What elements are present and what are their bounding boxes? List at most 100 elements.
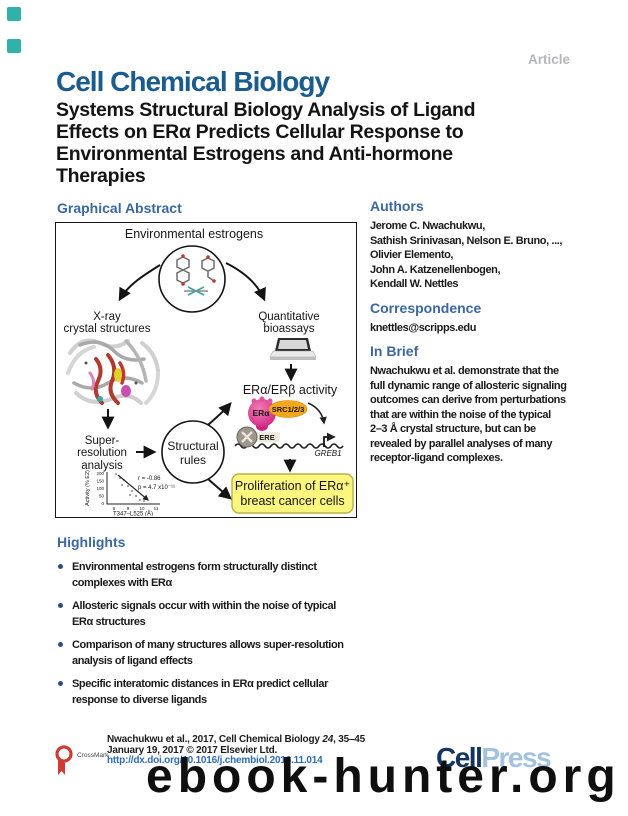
cellpress-logo: CellPress <box>436 742 552 774</box>
graphical-abstract-heading: Graphical Abstract <box>57 200 182 216</box>
authors-heading: Authors <box>370 198 424 214</box>
plot-ylabel: Activity (% E2) <box>85 470 91 506</box>
citation-block: Nwachukwu et al., 2017, Cell Chemical Bi… <box>107 734 366 767</box>
arrow-rules-to-activity <box>207 402 232 426</box>
ytick: 0 <box>101 501 104 506</box>
correspondence-section: Correspondence knettles@scripps.edu <box>370 300 605 336</box>
proliferation-box <box>231 473 354 514</box>
highlights-heading: Highlights <box>57 534 126 550</box>
paper-title-line: Environmental Estrogens and Anti-hormone <box>56 143 453 165</box>
cellpress-cell: Cell <box>436 742 483 773</box>
crossmark-icon <box>55 745 73 775</box>
author-line: Olivier Elemento, <box>370 249 454 261</box>
er-alpha-label: ERα <box>252 408 270 418</box>
paper-title-line: Systems Structural Biology Analysis of L… <box>56 99 476 121</box>
in-brief-line: revealed by parallel analyses of many <box>370 437 553 450</box>
citation-text: Nwachukwu et al., 2017, Cell Chemical Bi… <box>107 734 323 745</box>
highlight-line: Environmental estrogens form structurall… <box>72 561 317 573</box>
paper-title-line: Effects on ERα Predicts Cellular Respons… <box>56 121 464 143</box>
in-brief-line: that are within the noise of the typical <box>370 408 551 421</box>
citation-line1: Nwachukwu et al., 2017, Cell Chemical Bi… <box>107 734 366 746</box>
journal-title: Cell Chemical Biology <box>56 66 330 97</box>
author-line: Sathish Srinivasan, Nelson E. Bruno, ...… <box>370 234 563 247</box>
arrow-rules-to-proliferation <box>207 478 232 500</box>
transcription-cartoon: ERα SRC1/2/3 ERE GREB1 <box>234 396 344 458</box>
bioassay-label-line1: Quantitative <box>258 311 319 323</box>
highlight-item: Environmental estrogens form structurall… <box>57 559 387 591</box>
ytick: 100 <box>96 486 104 491</box>
in-brief-section: In Brief Nwachukwu et al. demonstrate th… <box>370 343 605 466</box>
rules-line1: Structural <box>167 439 218 453</box>
plot-r-annotation: r = -0.86 <box>138 476 161 482</box>
rules-line2: rules <box>180 453 206 467</box>
teal-annotation-marker-icon <box>7 7 21 21</box>
highlight-item: Comparison of many structures allows sup… <box>57 637 387 669</box>
xtick: 8 <box>113 506 116 511</box>
article-type-label: Article <box>527 52 570 67</box>
protein-structure-icon <box>66 338 160 405</box>
ytick: 200 <box>96 471 104 476</box>
correspondence-email[interactable]: knettles@scripps.edu <box>370 322 477 334</box>
in-brief-line: Nwachukwu et al. demonstrate that the <box>370 365 559 377</box>
arrow-to-bioassays <box>225 262 266 302</box>
ere-site <box>256 432 280 442</box>
in-brief-line: receptor-ligand complexes. <box>370 452 503 464</box>
in-brief-heading: In Brief <box>370 343 419 359</box>
citation-line2: January 19, 2017 © 2017 Elsevier Ltd. <box>107 744 278 756</box>
highlight-line: Specific interatomic distances in ERα pr… <box>72 678 328 690</box>
transcription-start-arrow <box>323 432 336 447</box>
laptop-icon <box>269 338 317 360</box>
arrow-to-xray <box>118 264 161 302</box>
correlation-mini-plot: 200 150 100 50 0 8 9 10 11 Activity (% E… <box>85 470 175 516</box>
in-brief-line: full dynamic range of allosteric signali… <box>370 379 567 392</box>
citation-pages: , 35–45 <box>333 734 366 745</box>
author-line: Kendall W. Nettles <box>370 278 459 290</box>
src-coactivator-icon <box>268 400 308 418</box>
proliferation-line2: breast cancer cells <box>240 494 344 508</box>
xtick: 9 <box>127 506 130 511</box>
greb1-label: GREB1 <box>314 449 341 458</box>
xtick: 10 <box>139 506 145 511</box>
paper-title-line: Therapies <box>56 165 146 187</box>
ytick: 50 <box>99 494 105 499</box>
proliferation-line1: Proliferation of ERα⁺ <box>235 479 350 493</box>
bullet-icon <box>58 642 63 647</box>
plot-xlabel: T347–L525 (Å) <box>113 511 153 517</box>
doi-url[interactable]: http://dx.doi.org/10.1016/j.chembiol.201… <box>107 755 323 766</box>
estrogen-molecules-icon <box>158 245 226 313</box>
highlight-line: Comparison of many structures allows sup… <box>72 639 344 651</box>
teal-annotation-marker-icon <box>7 39 21 53</box>
bioassay-label-line2: bioassays <box>263 323 314 335</box>
citation-volume: 24 <box>322 734 334 745</box>
plot-p-annotation: p = 4.7 x10⁻¹¹ <box>138 485 175 491</box>
cellpress-press: Press <box>481 742 551 773</box>
bullet-icon <box>58 681 63 686</box>
xray-label-line1: X-ray <box>93 311 121 323</box>
crossmark-badge[interactable]: CrossMark <box>54 744 112 778</box>
ytick: 150 <box>96 479 104 484</box>
paper-title: Systems Structural Biology Analysis of L… <box>56 99 576 187</box>
bullet-icon <box>58 603 63 608</box>
doi-link[interactable]: http://dx.doi.org/10.1016/j.chembiol.201… <box>107 755 365 767</box>
ere-label: ERE <box>259 433 274 442</box>
structural-rules-circle <box>161 420 225 484</box>
ebook-hunter-watermark: ebook-hunter.org <box>146 750 621 803</box>
graphical-abstract-box: Environmental estrogens X-ray crystal <box>55 222 357 518</box>
crossmark-label: CrossMark <box>77 752 109 759</box>
in-brief-line: outcomes can derive from perturbations <box>370 394 566 406</box>
er-alpha-blob-icon <box>248 399 276 427</box>
in-brief-line: 2–3 Å crystal structure, but can be <box>370 423 536 435</box>
highlight-line: analysis of ligand effects <box>72 655 193 667</box>
graphical-abstract-figure: Environmental estrogens X-ray crystal <box>64 227 354 516</box>
correspondence-heading: Correspondence <box>370 300 482 316</box>
dna-strand-icon <box>234 443 344 449</box>
superres-line3: analysis <box>81 460 123 472</box>
highlight-line: ERα structures <box>72 616 146 628</box>
highlight-line: Allosteric signals occur with within the… <box>72 600 336 612</box>
superres-line1: Super- <box>85 435 120 447</box>
author-line: John A. Katzenellenbogen, <box>370 263 501 276</box>
highlight-item: Allosteric signals occur with within the… <box>57 598 387 630</box>
superres-line2: resolution <box>77 447 127 459</box>
authors-section: Authors Jerome C. Nwachukwu, Sathish Sri… <box>370 198 605 292</box>
